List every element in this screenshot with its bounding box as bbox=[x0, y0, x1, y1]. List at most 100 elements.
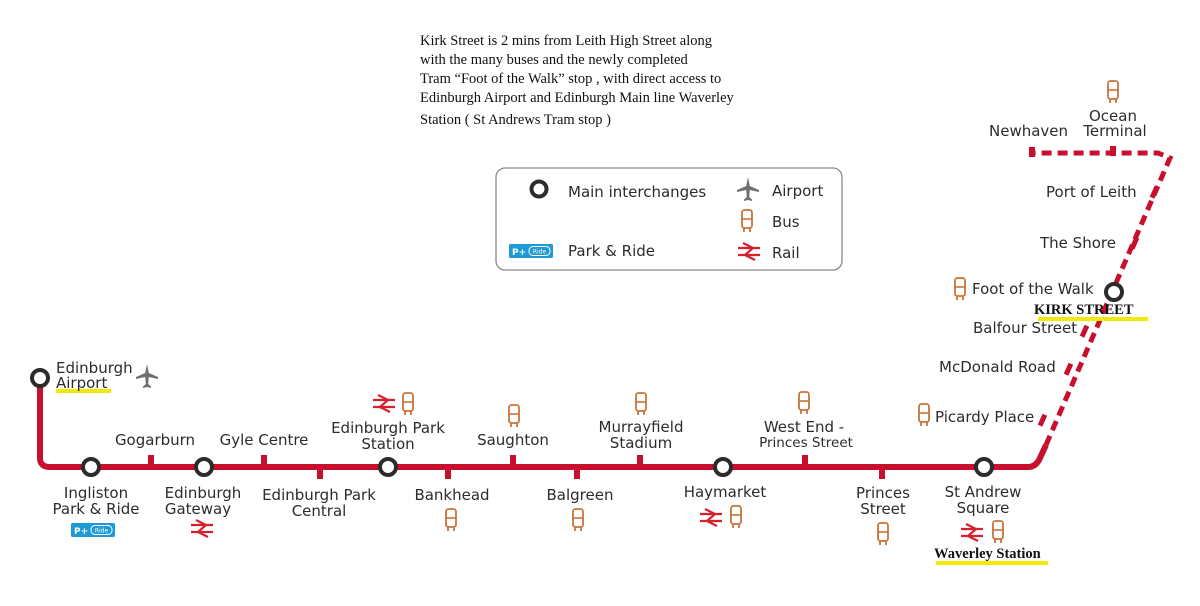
legend-bus: Bus bbox=[772, 213, 800, 231]
note-line-2: with the many buses and the newly comple… bbox=[420, 52, 689, 68]
label-murrayfield-1: Murrayfield bbox=[599, 418, 684, 436]
stop-tick-bankhead bbox=[445, 467, 451, 479]
stop-tick-newhaven bbox=[1029, 147, 1035, 157]
label-edinburgh-park-station-1: Edinburgh Park bbox=[331, 419, 445, 437]
stop-tick-gyle-centre bbox=[261, 455, 267, 467]
interchange-edinburgh-gateway bbox=[194, 457, 214, 477]
label-edinburgh-park-central-1: Edinburgh Park bbox=[262, 486, 376, 504]
stop-tick-gogarburn bbox=[148, 455, 154, 467]
label-gyle-centre: Gyle Centre bbox=[220, 431, 309, 449]
legend-park-ride: Park & Ride bbox=[568, 242, 655, 260]
bus-icon bbox=[877, 522, 889, 546]
interchange-haymarket bbox=[713, 457, 733, 477]
label-princes-street-1: Princes bbox=[856, 484, 910, 502]
bus-icon bbox=[445, 508, 457, 532]
interchange-foot-of-the-walk bbox=[1104, 282, 1124, 302]
stop-tick-mcdonald-road bbox=[1063, 362, 1074, 376]
label-edinburgh-gateway-1: Edinburgh bbox=[165, 484, 242, 502]
interchange-icon bbox=[529, 179, 549, 199]
label-the-shore: The Shore bbox=[1039, 234, 1116, 252]
bus-icon bbox=[918, 403, 930, 427]
rail-icon bbox=[371, 393, 397, 414]
annotation-kirk-street: KIRK STREET bbox=[1034, 302, 1134, 318]
label-murrayfield-2: Stadium bbox=[610, 434, 672, 452]
note-line-3: Tram “Foot of the Walk” stop , with dire… bbox=[420, 71, 721, 87]
park-ride-icon bbox=[70, 522, 116, 538]
label-balgreen: Balgreen bbox=[547, 486, 614, 504]
label-ingliston-1: Ingliston bbox=[64, 484, 128, 502]
legend-box bbox=[495, 167, 843, 271]
stop-tick-ocean-terminal bbox=[1110, 146, 1116, 156]
label-gogarburn: Gogarburn bbox=[115, 431, 195, 449]
info-note: Kirk Street is 2 mins from Leith High St… bbox=[420, 33, 735, 128]
svg-text:Ride: Ride bbox=[533, 249, 547, 256]
rail-icon bbox=[189, 518, 215, 539]
stop-tick-princes-street bbox=[879, 467, 885, 479]
label-foot-of-the-walk: Foot of the Walk bbox=[972, 280, 1094, 298]
note-line-1: Kirk Street is 2 mins from Leith High St… bbox=[420, 33, 712, 49]
label-ingliston-2: Park & Ride bbox=[53, 500, 140, 518]
interchange-edinburgh-airport bbox=[30, 368, 50, 388]
label-edinburgh-airport-2: Airport bbox=[56, 374, 107, 392]
stop-tick-saughton bbox=[510, 455, 516, 467]
label-bankhead: Bankhead bbox=[414, 486, 489, 504]
rail-icon bbox=[959, 522, 985, 543]
note-line-5: Station ( St Andrews Tram stop ) bbox=[420, 112, 611, 128]
legend-airport: Airport bbox=[772, 182, 823, 200]
bus-icon bbox=[798, 391, 810, 415]
label-mcdonald-road: McDonald Road bbox=[939, 358, 1056, 376]
annotation-waverley-station: Waverley Station bbox=[934, 546, 1041, 562]
label-edinburgh-gateway-2: Gateway bbox=[165, 500, 231, 518]
bus-symbols bbox=[402, 80, 1119, 546]
label-west-end-1: West End - bbox=[764, 418, 844, 436]
station-labels: Edinburgh Airport Ingliston Park & Ride … bbox=[53, 107, 1147, 520]
label-balfour-street: Balfour Street bbox=[973, 319, 1077, 337]
label-ocean-terminal-1: Ocean bbox=[1089, 107, 1137, 125]
label-west-end-2: Princes Street bbox=[759, 435, 853, 451]
bus-icon bbox=[402, 392, 414, 416]
label-port-of-leith: Port of Leith bbox=[1046, 183, 1137, 201]
stop-ticks bbox=[148, 146, 1160, 479]
stop-tick-port-of-leith bbox=[1149, 185, 1160, 199]
bus-icon bbox=[1107, 80, 1119, 104]
label-edinburgh-park-central-2: Central bbox=[292, 502, 347, 520]
legend: Main interchanges Airport Bus P+ Ride Pa… bbox=[495, 167, 843, 271]
stop-tick-edinburgh-park-central bbox=[317, 467, 323, 479]
bus-icon bbox=[954, 277, 966, 301]
bus-icon bbox=[730, 505, 742, 529]
label-edinburgh-park-station-2: Station bbox=[361, 435, 414, 453]
legend-main-interchanges: Main interchanges bbox=[568, 183, 706, 201]
park-ride-icon: P+ Ride bbox=[509, 244, 553, 258]
label-saughton: Saughton bbox=[477, 431, 549, 449]
interchange-edinburgh-park-station bbox=[378, 457, 398, 477]
stop-tick-balgreen bbox=[574, 467, 580, 479]
label-st-andrew-square-2: Square bbox=[957, 499, 1010, 517]
highlight-kirk-street bbox=[1038, 317, 1148, 321]
interchange-ingliston bbox=[81, 457, 101, 477]
bus-icon bbox=[992, 520, 1004, 544]
legend-rail: Rail bbox=[772, 244, 800, 262]
stop-tick-picardy-place bbox=[1037, 413, 1048, 427]
label-picardy-place: Picardy Place bbox=[935, 408, 1034, 426]
label-st-andrew-square-1: St Andrew bbox=[945, 483, 1022, 501]
interchanges bbox=[30, 282, 1124, 477]
svg-text:P+: P+ bbox=[512, 248, 526, 258]
bus-icon bbox=[572, 508, 584, 532]
highlight-waverley bbox=[936, 561, 1048, 565]
label-ocean-terminal-2: Terminal bbox=[1082, 122, 1146, 140]
stop-tick-the-shore bbox=[1129, 236, 1140, 250]
airport-icon bbox=[136, 364, 158, 388]
label-haymarket: Haymarket bbox=[684, 483, 767, 501]
stop-tick-balfour-street bbox=[1079, 324, 1090, 338]
bus-icon bbox=[635, 392, 647, 416]
highlight-airport bbox=[56, 389, 111, 393]
note-line-4: Edinburgh Airport and Edinburgh Main lin… bbox=[420, 90, 735, 106]
interchange-st-andrew-square bbox=[974, 457, 994, 477]
label-princes-street-2: Street bbox=[860, 500, 906, 518]
rail-icon bbox=[698, 507, 724, 528]
tram-line bbox=[37, 378, 1049, 470]
stop-tick-west-end bbox=[802, 455, 808, 467]
stop-tick-murrayfield bbox=[637, 455, 643, 467]
bus-icon bbox=[508, 404, 520, 428]
